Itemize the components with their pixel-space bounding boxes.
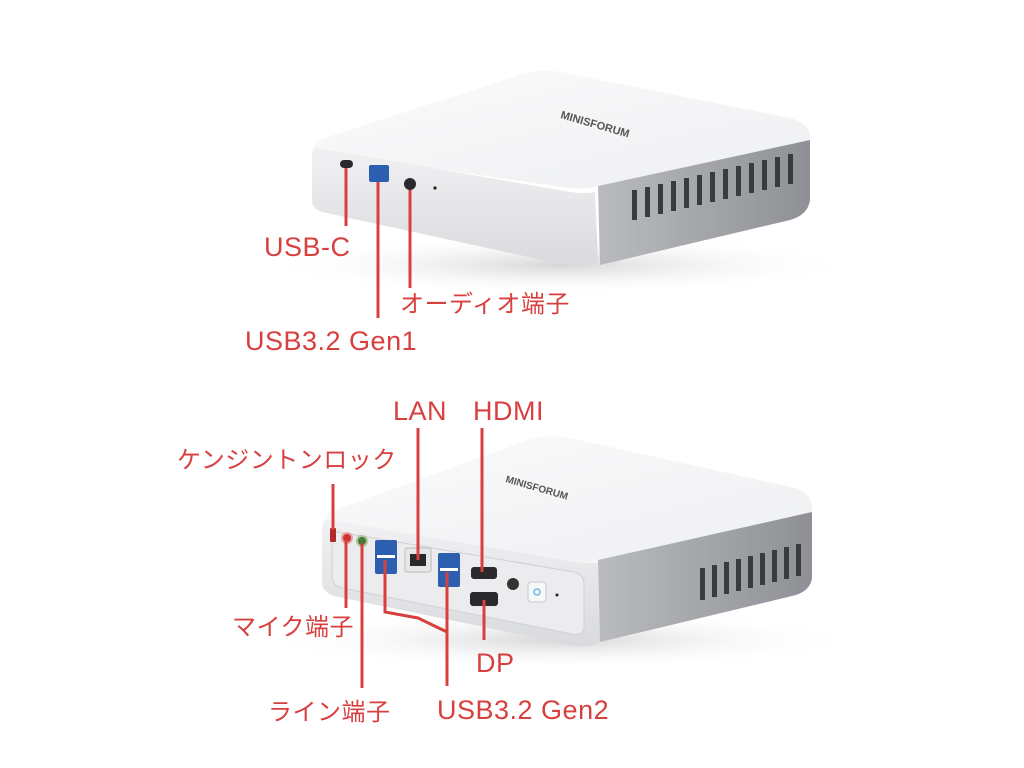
dc-in-port bbox=[507, 578, 519, 590]
label-kensington-lock: ケンジントンロック bbox=[177, 446, 397, 474]
rear-device: MINISFORUM bbox=[260, 436, 860, 670]
usb-a-port bbox=[369, 165, 389, 182]
label-dp: DP bbox=[476, 648, 515, 678]
label-audio-jack: オーディオ端子 bbox=[400, 290, 570, 318]
hdmi-port bbox=[471, 567, 497, 579]
label-mic-jack: マイク端子 bbox=[232, 613, 355, 641]
label-usb32-gen2: USB3.2 Gen2 bbox=[437, 695, 610, 725]
audio-jack bbox=[404, 178, 416, 190]
rear-leader-lines bbox=[331, 428, 486, 688]
label-line-jack: ライン端子 bbox=[268, 698, 391, 726]
label-usb32-gen1: USB3.2 Gen1 bbox=[245, 326, 418, 356]
kensington-slot bbox=[330, 528, 336, 542]
label-hdmi: HDMI bbox=[473, 396, 544, 426]
usb-c-port bbox=[340, 160, 353, 168]
front-leader-lines bbox=[344, 168, 412, 318]
label-usb-c: USB-C bbox=[264, 232, 351, 262]
dp-port bbox=[470, 592, 498, 606]
label-lan: LAN bbox=[393, 396, 448, 426]
power-button bbox=[527, 581, 547, 603]
